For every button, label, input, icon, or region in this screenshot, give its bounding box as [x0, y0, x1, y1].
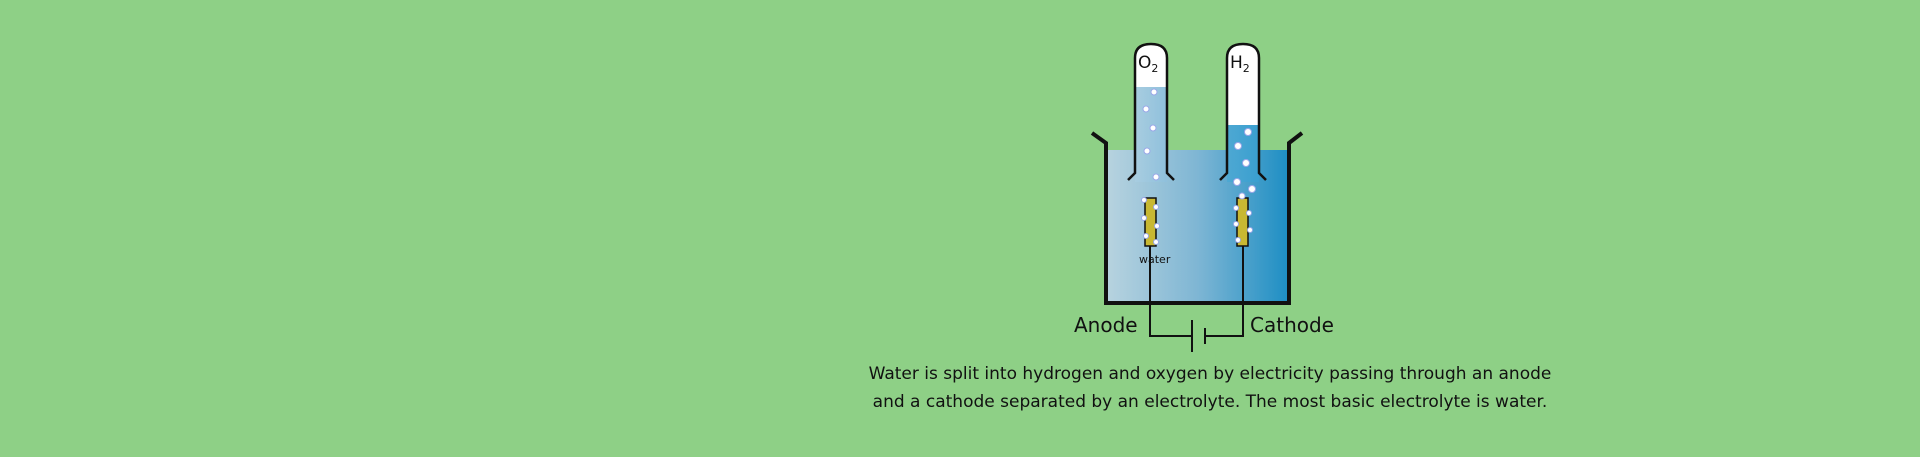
hydrogen-tube [1219, 42, 1267, 182]
circuit-wires [1149, 246, 1244, 337]
cathode-label: Cathode [1250, 313, 1334, 337]
anode-label: Anode [1074, 313, 1138, 337]
caption-line-2: and a cathode separated by an electrolyt… [872, 392, 1548, 412]
battery-icon [1191, 320, 1206, 352]
diagram-caption: Water is split into hydrogen and oxygen … [840, 360, 1580, 416]
oxygen-tube [1127, 42, 1175, 182]
oxygen-label: O2 [1138, 53, 1158, 75]
caption-line-1: Water is split into hydrogen and oxygen … [868, 364, 1552, 384]
beaker [1090, 131, 1304, 305]
water-label: water [1139, 253, 1171, 266]
hydrogen-label: H2 [1230, 53, 1250, 75]
gas-bubbles [1141, 88, 1256, 245]
